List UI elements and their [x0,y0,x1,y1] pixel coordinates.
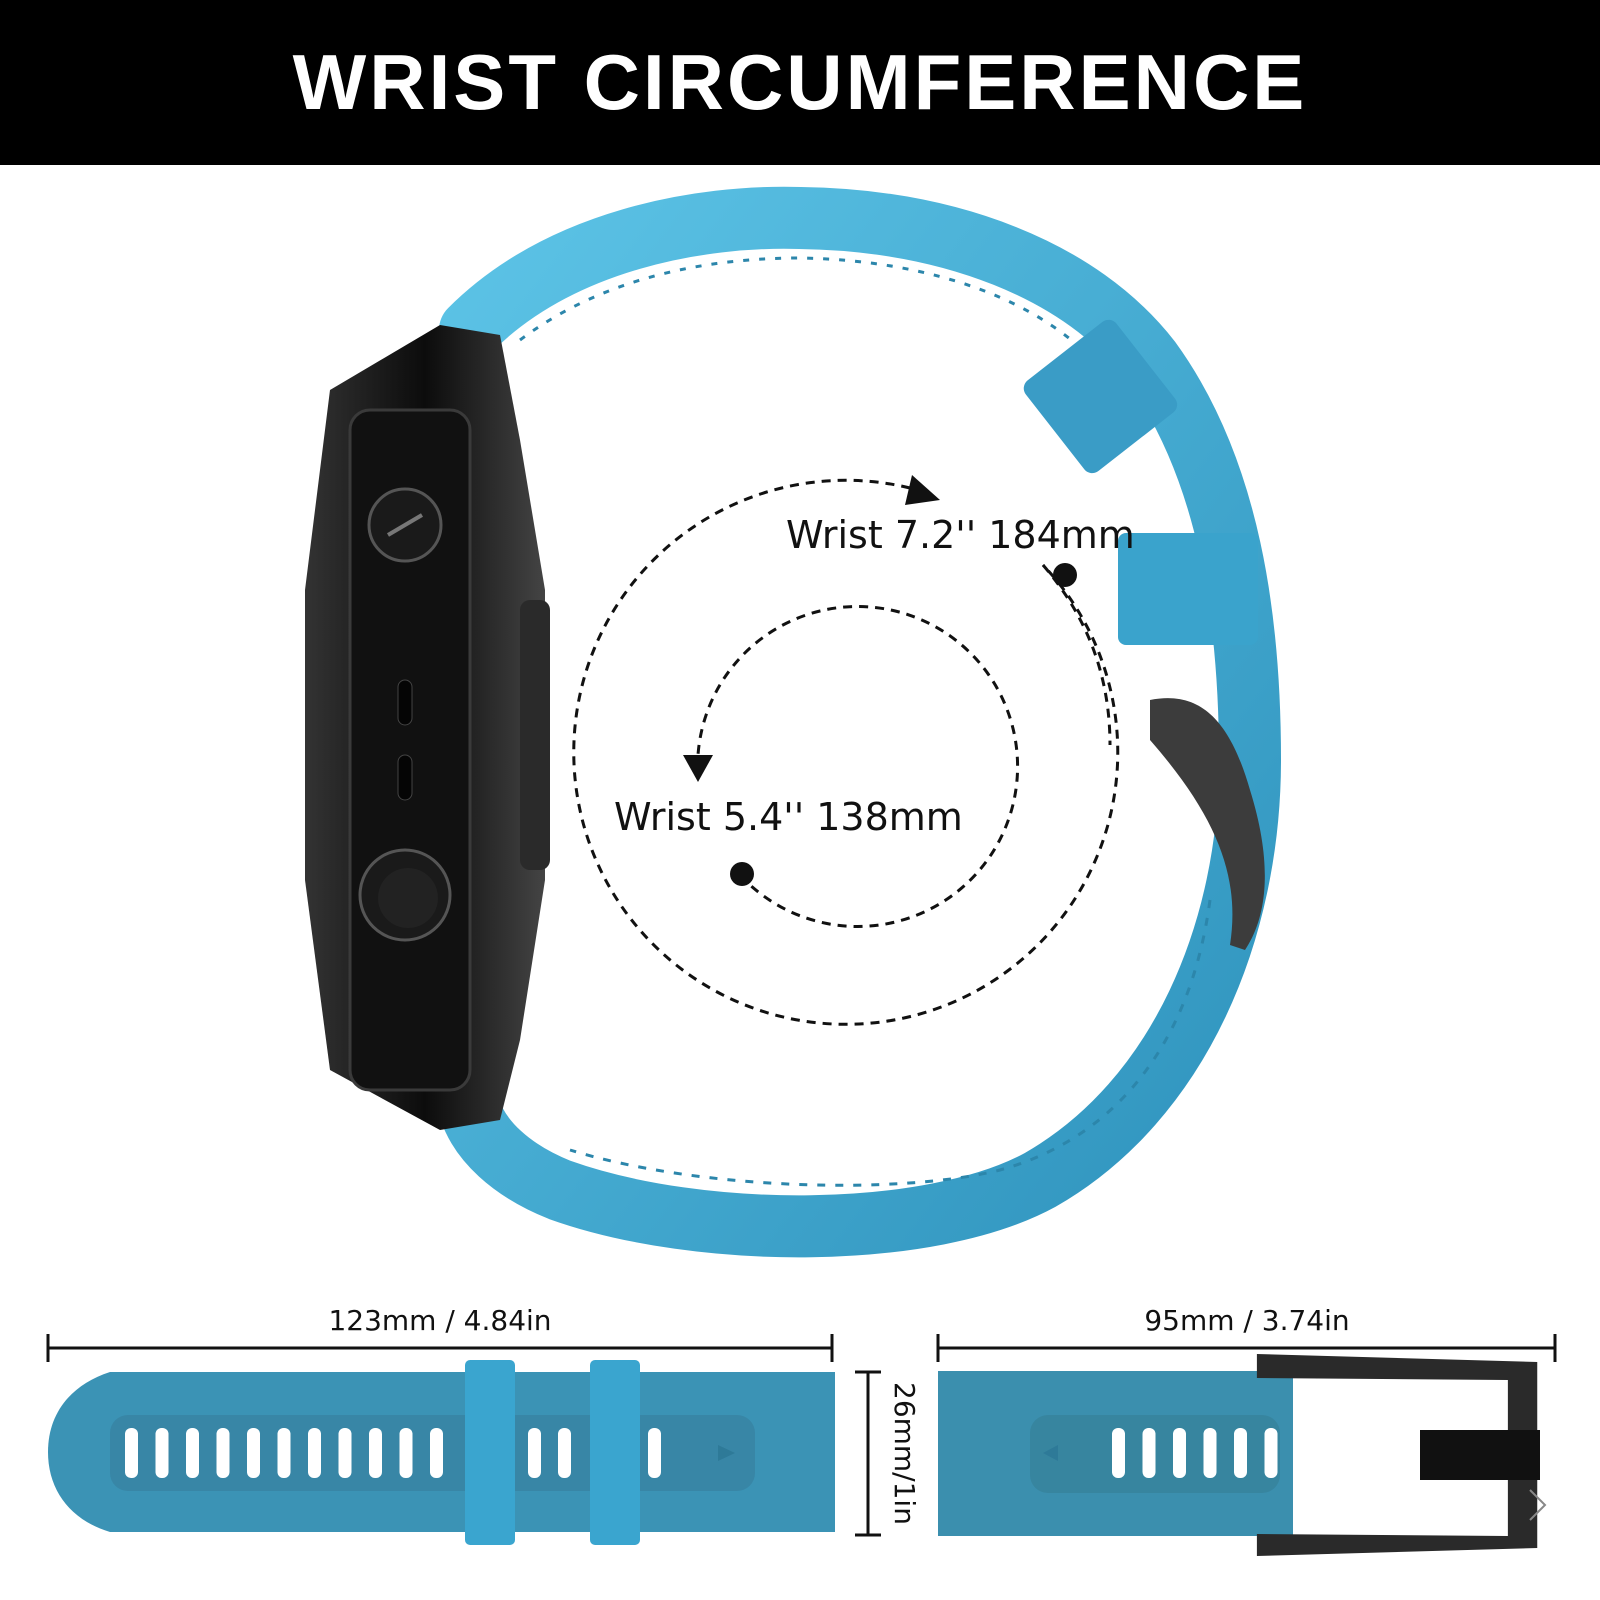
strap-loop [465,1360,515,1545]
strap-hole [1234,1428,1247,1478]
band-loop [1023,319,1178,474]
arrow-head-icon [905,475,940,505]
strap-hole [528,1428,541,1478]
dot-icon [1053,563,1077,587]
strap-loop [590,1360,640,1545]
band-loop [1118,533,1258,645]
buckle [1150,698,1265,950]
strap-width-label: 26mm/1in [888,1382,921,1525]
strap-hole [1203,1428,1217,1478]
strap-hole [1173,1428,1186,1478]
short-strap-length-label: 95mm / 3.74in [1144,1304,1349,1337]
long-strap-holes [125,1428,661,1478]
strap-hole [369,1428,382,1478]
watch-band [439,186,1282,1258]
strap-hole [1142,1428,1156,1478]
short-strap-holes [1112,1428,1369,1478]
strap-hole [558,1428,571,1478]
dot-icon [730,862,754,886]
strap-hole [1356,1428,1369,1478]
arrow-head-icon [683,755,713,782]
strap-hole [399,1428,413,1478]
strap-hole [277,1428,291,1478]
strap-hole [1112,1428,1125,1478]
strap-hole [125,1428,138,1478]
strap-hole [186,1428,199,1478]
long-strap-length-label: 123mm / 4.84in [328,1304,551,1337]
strap-hole [430,1428,443,1478]
strap-hole [338,1428,352,1478]
title-banner: WRIST CIRCUMFERENCE [0,0,1600,165]
wrist-max-label: Wrist 7.2'' 184mm [786,513,1135,557]
strap-hole [216,1428,230,1478]
strap-hole [1325,1428,1339,1478]
long-strap: 123mm / 4.84in [46,1304,835,1545]
circumference-indicator [572,475,1120,1026]
strap-hole [648,1428,661,1478]
page-title: WRIST CIRCUMFERENCE [292,38,1308,126]
strap-hole [308,1428,321,1478]
strap-width-dimension: 26mm/1in [855,1370,921,1537]
short-strap: 95mm / 3.74in [936,1304,1557,1556]
watch-case [305,325,550,1130]
strap-hole [247,1428,260,1478]
buckle [1256,1354,1538,1556]
strap-hole [1295,1428,1308,1478]
strap-hole [1264,1428,1278,1478]
strap-hole [155,1428,169,1478]
wrist-min-label: Wrist 5.4'' 138mm [614,795,963,839]
